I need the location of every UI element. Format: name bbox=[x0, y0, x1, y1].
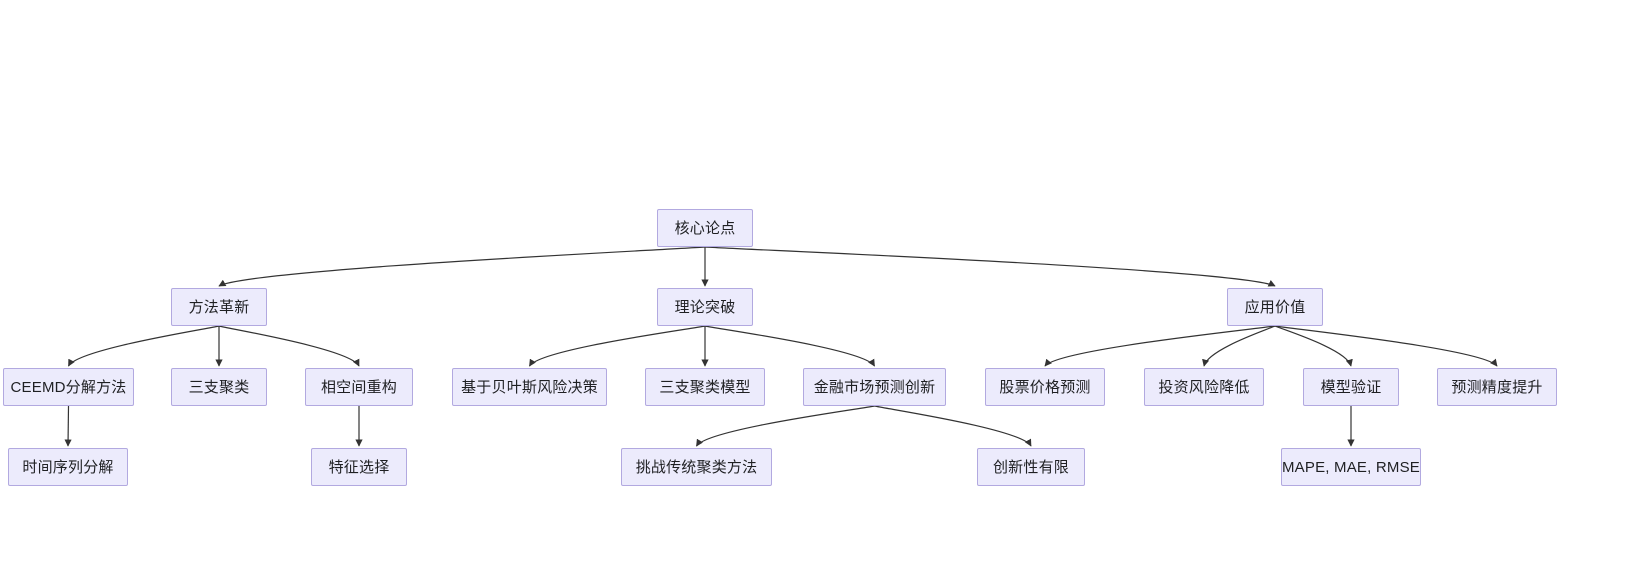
node-label: 投资风险降低 bbox=[1158, 378, 1250, 396]
node-p6[interactable]: 金融市场预测创新 bbox=[803, 368, 946, 406]
node-label: 预测精度提升 bbox=[1451, 378, 1543, 396]
node-t3[interactable]: 应用价值 bbox=[1227, 288, 1323, 326]
node-d4[interactable]: 创新性有限 bbox=[977, 448, 1085, 486]
node-label: 应用价值 bbox=[1244, 298, 1306, 316]
node-p1[interactable]: CEEMD分解方法 bbox=[3, 368, 134, 406]
node-label: 三支聚类 bbox=[188, 378, 250, 396]
node-d2[interactable]: 特征选择 bbox=[311, 448, 407, 486]
node-t2[interactable]: 理论突破 bbox=[657, 288, 753, 326]
node-p10[interactable]: 预测精度提升 bbox=[1437, 368, 1557, 406]
node-p5[interactable]: 三支聚类模型 bbox=[645, 368, 765, 406]
node-d3[interactable]: 挑战传统聚类方法 bbox=[621, 448, 772, 486]
node-label: 金融市场预测创新 bbox=[813, 378, 936, 396]
node-label: 创新性有限 bbox=[992, 458, 1069, 476]
node-p9[interactable]: 模型验证 bbox=[1303, 368, 1399, 406]
node-label: 特征选择 bbox=[328, 458, 390, 476]
node-label: 股票价格预测 bbox=[999, 378, 1091, 396]
node-label: 基于贝叶斯风险决策 bbox=[461, 378, 598, 396]
node-d1[interactable]: 时间序列分解 bbox=[8, 448, 128, 486]
node-label: 理论突破 bbox=[674, 298, 736, 316]
node-t1[interactable]: 方法革新 bbox=[171, 288, 267, 326]
node-label: 三支聚类模型 bbox=[659, 378, 751, 396]
node-p8[interactable]: 投资风险降低 bbox=[1144, 368, 1264, 406]
node-p2[interactable]: 三支聚类 bbox=[171, 368, 267, 406]
node-root[interactable]: 核心论点 bbox=[657, 209, 753, 247]
node-label: MAPE, MAE, RMSE bbox=[1281, 458, 1421, 476]
node-p3[interactable]: 相空间重构 bbox=[305, 368, 413, 406]
node-label: 方法革新 bbox=[188, 298, 250, 316]
node-label: 时间序列分解 bbox=[22, 458, 114, 476]
node-label: 模型验证 bbox=[1320, 378, 1382, 396]
node-label: 相空间重构 bbox=[320, 378, 397, 396]
node-label: 挑战传统聚类方法 bbox=[635, 458, 758, 476]
node-label: CEEMD分解方法 bbox=[10, 378, 127, 396]
node-d5[interactable]: MAPE, MAE, RMSE bbox=[1281, 448, 1421, 486]
node-p4[interactable]: 基于贝叶斯风险决策 bbox=[452, 368, 607, 406]
node-p7[interactable]: 股票价格预测 bbox=[985, 368, 1105, 406]
node-label: 核心论点 bbox=[674, 219, 736, 237]
